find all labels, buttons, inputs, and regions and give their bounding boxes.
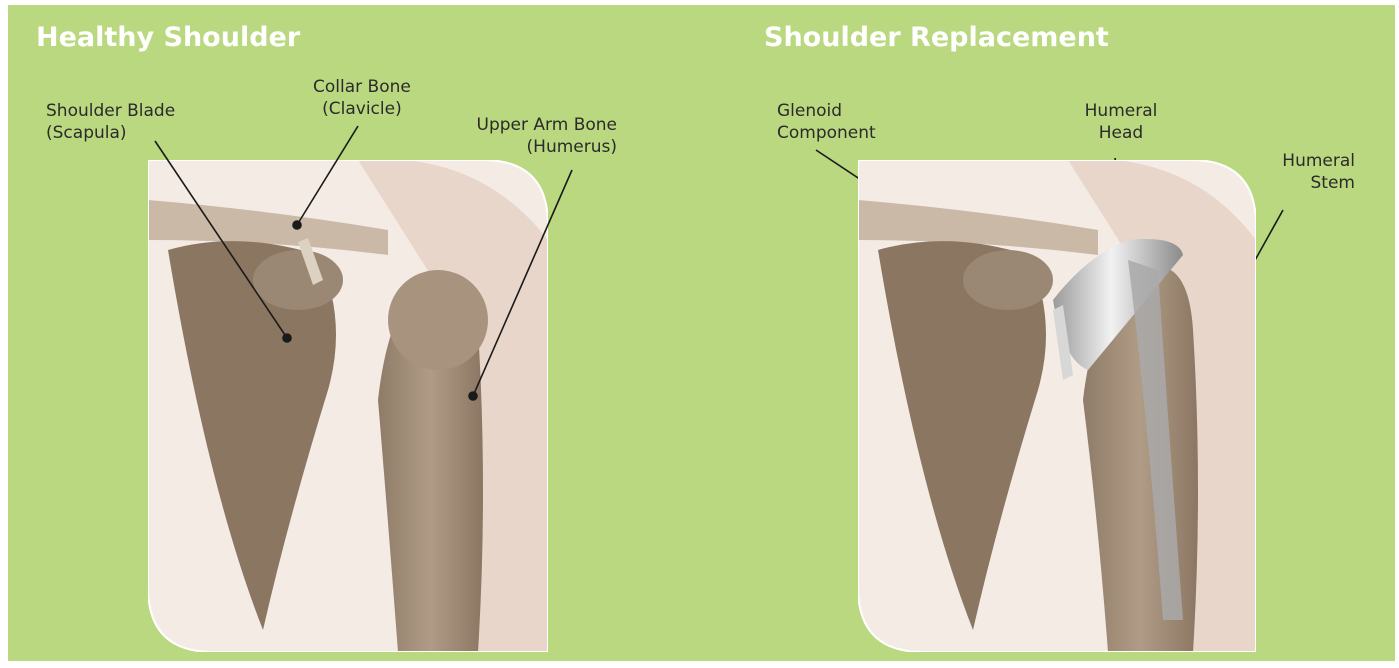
healthy-shoulder-title: Healthy Shoulder <box>36 22 300 53</box>
shoulder-replacement-title: Shoulder Replacement <box>764 22 1109 53</box>
acromion-shape <box>253 250 343 310</box>
label-shoulder-blade: Shoulder Blade(Scapula) <box>46 100 175 144</box>
label-collar-bone: Collar Bone(Clavicle) <box>313 76 411 120</box>
shoulder-replacement-illustration <box>858 160 1256 652</box>
label-upper-arm-bone: Upper Arm Bone(Humerus) <box>465 114 617 158</box>
humeral-head-shape <box>388 270 488 370</box>
healthy-shoulder-illustration <box>148 160 548 652</box>
